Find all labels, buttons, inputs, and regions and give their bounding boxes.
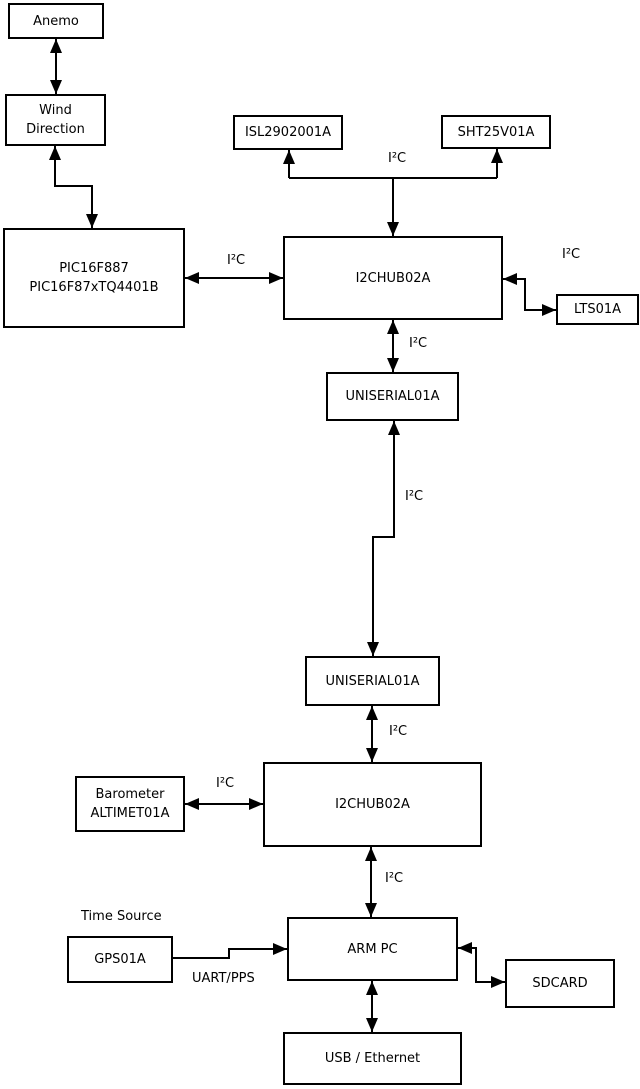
node-i2chub02a-2-label: I2CHUB02A — [335, 797, 410, 812]
node-pic16f887: PIC16F887 PIC16F87xTQ4401B — [3, 228, 185, 328]
edge-label-i2c-uniserial-hub2: I²C — [389, 724, 408, 739]
node-uniserial01a-2-label: UNISERIAL01A — [325, 673, 420, 689]
node-lts01a-label: LTS01A — [573, 302, 622, 317]
edge-label-i2c-uniserial-link: I²C — [405, 489, 424, 504]
node-i2chub02a-2: I2CHUB02A — [263, 762, 482, 847]
connector-gps-armpc — [173, 943, 287, 959]
connector-uniserial1-uniserial2 — [367, 421, 400, 656]
edge-label-i2c-barometer-hub2: I²C — [216, 776, 235, 791]
node-uniserial01a-1: UNISERIAL01A — [326, 372, 459, 421]
edge-label-i2c-hub1-lts: I²C — [562, 247, 581, 262]
connector-hub1-lts — [503, 273, 556, 316]
node-sdcard: SDCARD — [505, 959, 615, 1008]
node-arm-pc: ARM PC — [287, 917, 458, 981]
node-isl2902001a-label: ISL2902001A — [244, 125, 332, 140]
node-anemo-label: Anemo — [33, 13, 79, 29]
edge-label-i2c-hub2-armpc: I²C — [385, 871, 404, 886]
node-wind-direction-label: Wind Direction — [26, 103, 85, 137]
node-i2chub02a-1-label: I2CHUB02A — [355, 270, 431, 286]
node-pic16f887-label: PIC16F887 PIC16F87xTQ4401B — [29, 261, 159, 295]
node-sdcard-label: SDCARD — [532, 976, 588, 991]
node-barometer-altimet01a: Barometer ALTIMET01A — [75, 776, 185, 832]
node-isl2902001a: ISL2902001A — [233, 115, 343, 150]
edge-label-i2c-hub1-uniserial: I²C — [409, 336, 428, 351]
edge-label-time-source: Time Source — [81, 909, 162, 924]
node-uniserial01a-1-label: UNISERIAL01A — [345, 389, 440, 404]
node-arm-pc-label: ARM PC — [347, 941, 398, 957]
node-sht25v01a-label: SHT25V01A — [457, 124, 535, 140]
node-gps01a: GPS01A — [67, 936, 173, 983]
edge-label-i2c-top-bus: I²C — [388, 151, 407, 166]
edge-label-uart-pps: UART/PPS — [192, 971, 255, 986]
node-sht25v01a: SHT25V01A — [441, 115, 551, 149]
node-lts01a: LTS01A — [556, 294, 639, 325]
node-usb-ethernet-label: USB / Ethernet — [324, 1051, 421, 1066]
node-uniserial01a-2: UNISERIAL01A — [305, 656, 440, 706]
node-i2chub02a-1: I2CHUB02A — [283, 236, 503, 320]
node-anemo: Anemo — [8, 3, 104, 39]
edge-label-i2c-pic-hub1: I²C — [227, 253, 246, 268]
connector-winddirection-pic — [49, 146, 98, 228]
node-barometer-altimet01a-label: Barometer ALTIMET01A — [90, 787, 170, 821]
node-usb-ethernet: USB / Ethernet — [283, 1032, 462, 1085]
node-gps01a-label: GPS01A — [94, 952, 146, 967]
connector-armpc-sdcard — [458, 942, 505, 988]
node-wind-direction: Wind Direction — [5, 94, 106, 146]
